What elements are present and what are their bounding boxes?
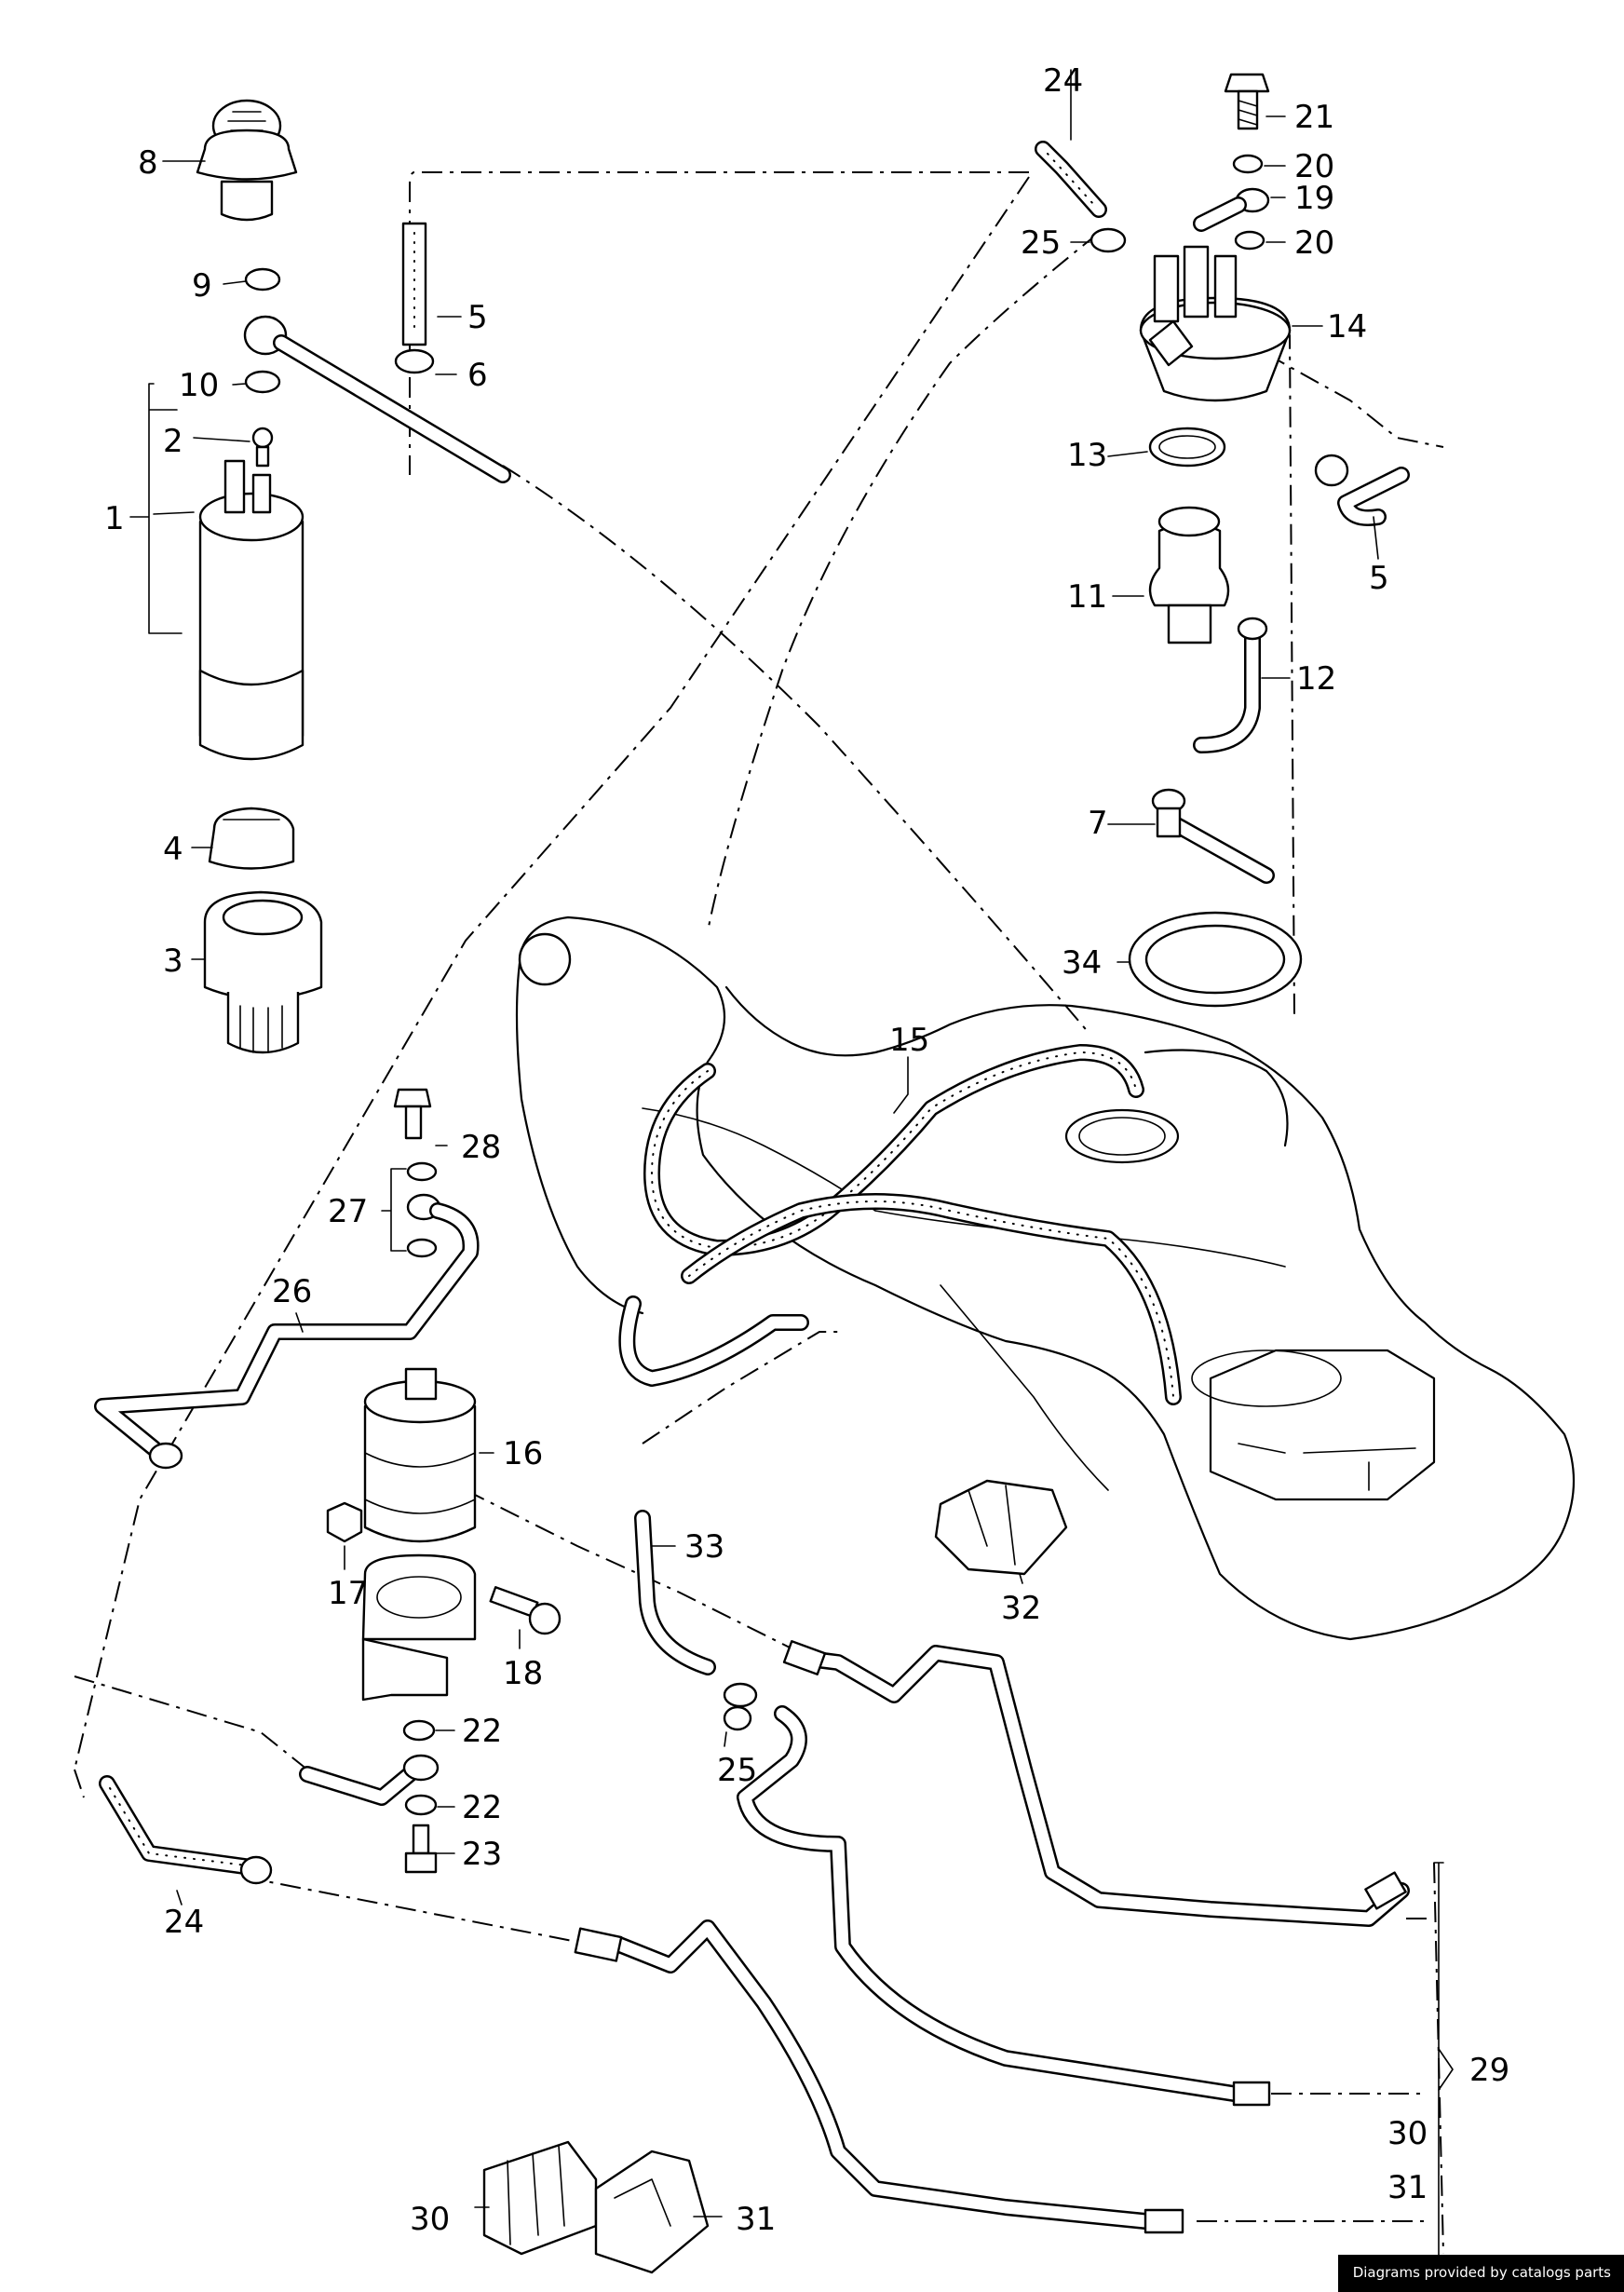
hose-clip-6 <box>394 348 435 374</box>
callout-labels: 8 9 10 2 1 4 3 5 6 24 25 21 20 19 20 14 … <box>104 62 1509 2238</box>
banjo-hose-22 <box>299 1754 440 1806</box>
pressure-regulator-11 <box>1148 506 1230 644</box>
callout-22a: 22 <box>462 1713 502 1750</box>
clamp-4 <box>208 807 295 870</box>
fuel-filter-16 <box>363 1367 477 1543</box>
callout-31b: 31 <box>736 2201 776 2238</box>
fuel-tank <box>515 915 1576 1641</box>
callout-18: 18 <box>503 1655 543 1692</box>
callout-32: 32 <box>1001 1590 1041 1627</box>
callout-24b: 24 <box>164 1904 204 1941</box>
nut-17 <box>326 1501 363 1543</box>
callout-19: 19 <box>1294 180 1334 217</box>
bracket-29 <box>1433 1862 1454 2273</box>
callout-24a: 24 <box>1043 62 1083 100</box>
seal-ring-34 <box>1128 911 1303 1008</box>
dash-dot-guides <box>74 171 1444 2255</box>
o-ring-10 <box>244 370 281 394</box>
callout-5a: 5 <box>467 299 488 336</box>
clip-32 <box>934 1479 1068 1576</box>
callout-25a: 25 <box>1021 224 1061 262</box>
bolt-28 <box>393 1088 432 1140</box>
callout-10: 10 <box>179 367 219 404</box>
callout-14: 14 <box>1327 308 1367 346</box>
bracket-clamp <box>361 1553 477 1702</box>
fuel-line-26 <box>94 1202 480 1470</box>
callout-9: 9 <box>192 267 212 305</box>
sender-unit-14 <box>1139 245 1292 402</box>
hose-clamp-25a <box>1089 227 1127 253</box>
banjo-union-19 <box>1193 187 1270 232</box>
callout-6: 6 <box>467 357 488 394</box>
clamp-13 <box>1148 427 1226 468</box>
banjo-hose <box>243 315 511 483</box>
return-hose-12 <box>1193 617 1268 753</box>
vent-hose-24b <box>99 1775 273 1885</box>
clip-30 <box>482 2140 598 2256</box>
pump-holder-3 <box>203 890 323 1054</box>
callout-11: 11 <box>1067 578 1107 616</box>
callout-15: 15 <box>889 1022 929 1059</box>
union-7 <box>1151 788 1275 884</box>
hose-33 <box>634 1510 716 1675</box>
bolt-23 <box>404 1824 438 1874</box>
callout-25b: 25 <box>717 1752 757 1789</box>
fuel-pump <box>198 427 304 761</box>
callout-31a: 31 <box>1387 2169 1428 2206</box>
callout-34: 34 <box>1062 944 1102 982</box>
callout-20a: 20 <box>1294 148 1334 185</box>
callout-17: 17 <box>328 1575 368 1612</box>
leader-lines <box>129 69 1379 2217</box>
callout-29: 29 <box>1469 2052 1509 2089</box>
hose-5a <box>401 222 427 346</box>
o-ring-9 <box>244 267 281 292</box>
fuel-pipes-29-31 <box>574 1640 1410 2234</box>
bolt-21 <box>1224 73 1270 130</box>
callout-28: 28 <box>461 1129 501 1166</box>
washer-20b <box>1234 230 1265 251</box>
callout-21: 21 <box>1294 99 1334 136</box>
washer-20a <box>1232 154 1264 174</box>
callout-4: 4 <box>163 831 183 868</box>
callout-3: 3 <box>163 943 183 980</box>
callout-8: 8 <box>138 144 158 182</box>
callout-20b: 20 <box>1294 224 1334 262</box>
credit-banner: Diagrams provided by catalogs parts <box>1337 2255 1624 2292</box>
callout-26: 26 <box>272 1273 312 1310</box>
callout-13: 13 <box>1067 437 1107 474</box>
vent-elbow-24a <box>1035 141 1107 218</box>
pressure-damper <box>196 99 298 222</box>
callout-30a: 30 <box>1387 2115 1428 2152</box>
washer-22a <box>402 1719 436 1742</box>
callout-16: 16 <box>503 1435 543 1472</box>
bolt-18 <box>489 1586 562 1635</box>
callout-23: 23 <box>462 1836 502 1873</box>
clip-31 <box>594 2150 710 2274</box>
callout-5b: 5 <box>1369 560 1389 597</box>
callout-12: 12 <box>1296 660 1336 698</box>
callout-27: 27 <box>328 1193 368 1230</box>
callout-2: 2 <box>163 423 183 460</box>
tank-hose-bundle <box>618 1044 1182 1405</box>
callout-30b: 30 <box>410 2201 450 2238</box>
callout-1: 1 <box>104 500 125 537</box>
hose-clamp-25b <box>723 1682 758 1731</box>
hose-5b <box>1314 454 1410 526</box>
callout-33: 33 <box>684 1528 724 1566</box>
washer-22b <box>404 1794 438 1816</box>
callout-7: 7 <box>1088 805 1108 842</box>
callout-22b: 22 <box>462 1789 502 1826</box>
